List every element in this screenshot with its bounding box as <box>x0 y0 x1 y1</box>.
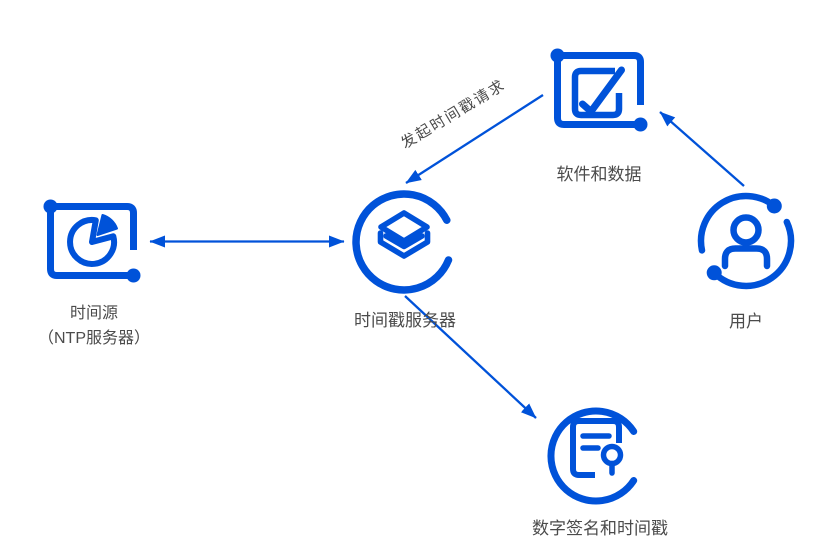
arrow-server-to-signature <box>404 295 537 419</box>
edit-check-frame-icon <box>550 48 648 132</box>
node-label-time-source: 时间源 （NTP服务器） <box>12 301 176 351</box>
arrow-user-to-software <box>659 111 745 187</box>
time-source-label-line1: 时间源 <box>69 305 118 322</box>
node-label-timestamp-server: 时间戳服务器 <box>354 311 456 330</box>
person-circle-icon <box>697 192 795 290</box>
node-software-data <box>549 47 649 133</box>
node-timestamp-server <box>349 187 459 297</box>
stacked-layers-circle-icon <box>352 190 453 294</box>
document-seal-circle-icon <box>547 407 638 505</box>
node-label-software-data: 软件和数据 <box>556 165 642 184</box>
node-label-user: 用户 <box>729 312 763 331</box>
arrow-software-to-server <box>405 94 544 184</box>
node-user <box>694 189 798 293</box>
node-time-source <box>42 198 142 284</box>
pie-chart-frame-icon <box>43 199 141 283</box>
node-label-digital-signature: 数字签名和时间戳 <box>532 519 668 538</box>
time-source-label-line2: （NTP服务器） <box>37 330 150 347</box>
node-digital-signature <box>545 405 647 507</box>
